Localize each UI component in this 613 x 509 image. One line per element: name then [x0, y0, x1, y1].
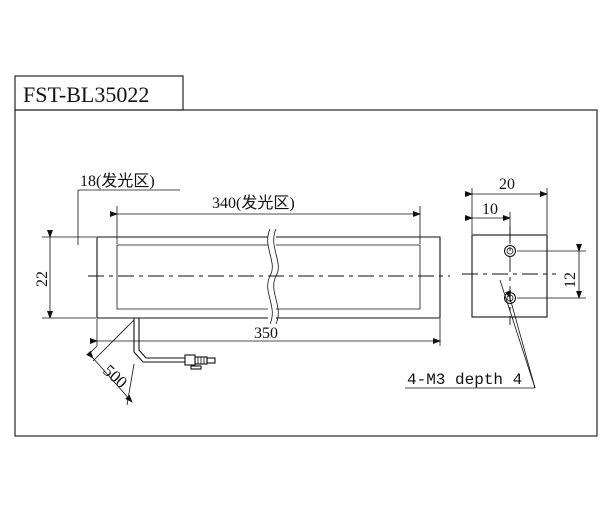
svg-text:340(发光区): 340(发光区)	[212, 194, 295, 212]
cable	[133, 318, 216, 370]
svg-text:350: 350	[254, 325, 278, 342]
dim-height: 22	[34, 230, 96, 319]
side-view	[462, 226, 556, 325]
svg-text:500: 500	[99, 361, 131, 392]
dim-emit-width: 18(发光区)	[77, 172, 180, 245]
drawing-frame	[14, 109, 598, 437]
front-view	[88, 228, 450, 325]
dim-hole-offset: 10	[465, 201, 511, 244]
svg-text:10: 10	[482, 201, 498, 218]
svg-text:4-M3 depth 4: 4-M3 depth 4	[407, 371, 522, 389]
svg-text:12: 12	[562, 272, 579, 288]
dim-side-width: 20	[465, 176, 548, 234]
svg-text:18(发光区): 18(发光区)	[80, 172, 155, 190]
dim-emit-length: 340(发光区)	[110, 194, 421, 244]
svg-text:22: 22	[34, 271, 51, 287]
svg-text:20: 20	[499, 176, 515, 193]
model-title: FST-BL35022	[23, 82, 149, 107]
dim-hole-spacing: 12	[517, 244, 586, 299]
thread-callout: 4-M3 depth 4	[405, 279, 536, 389]
dim-length: 350	[90, 319, 441, 346]
